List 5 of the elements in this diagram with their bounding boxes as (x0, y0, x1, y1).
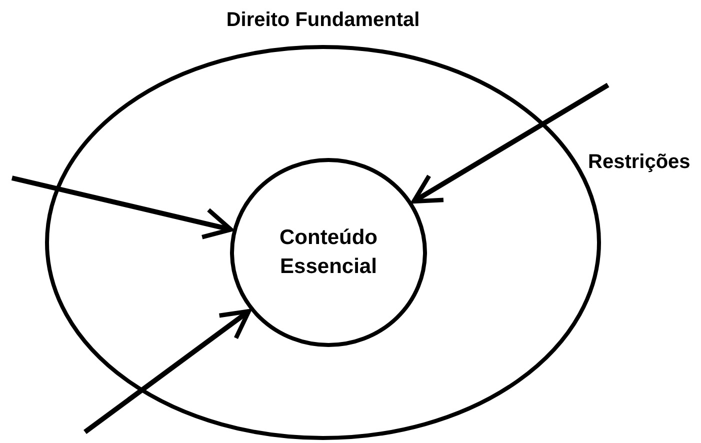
arrow (11, 176, 234, 240)
heading: Direito Fundamental (226, 9, 420, 31)
arrow (84, 309, 251, 434)
node-text: Conteúdo Essencial (278, 225, 378, 280)
arrow (412, 82, 610, 204)
